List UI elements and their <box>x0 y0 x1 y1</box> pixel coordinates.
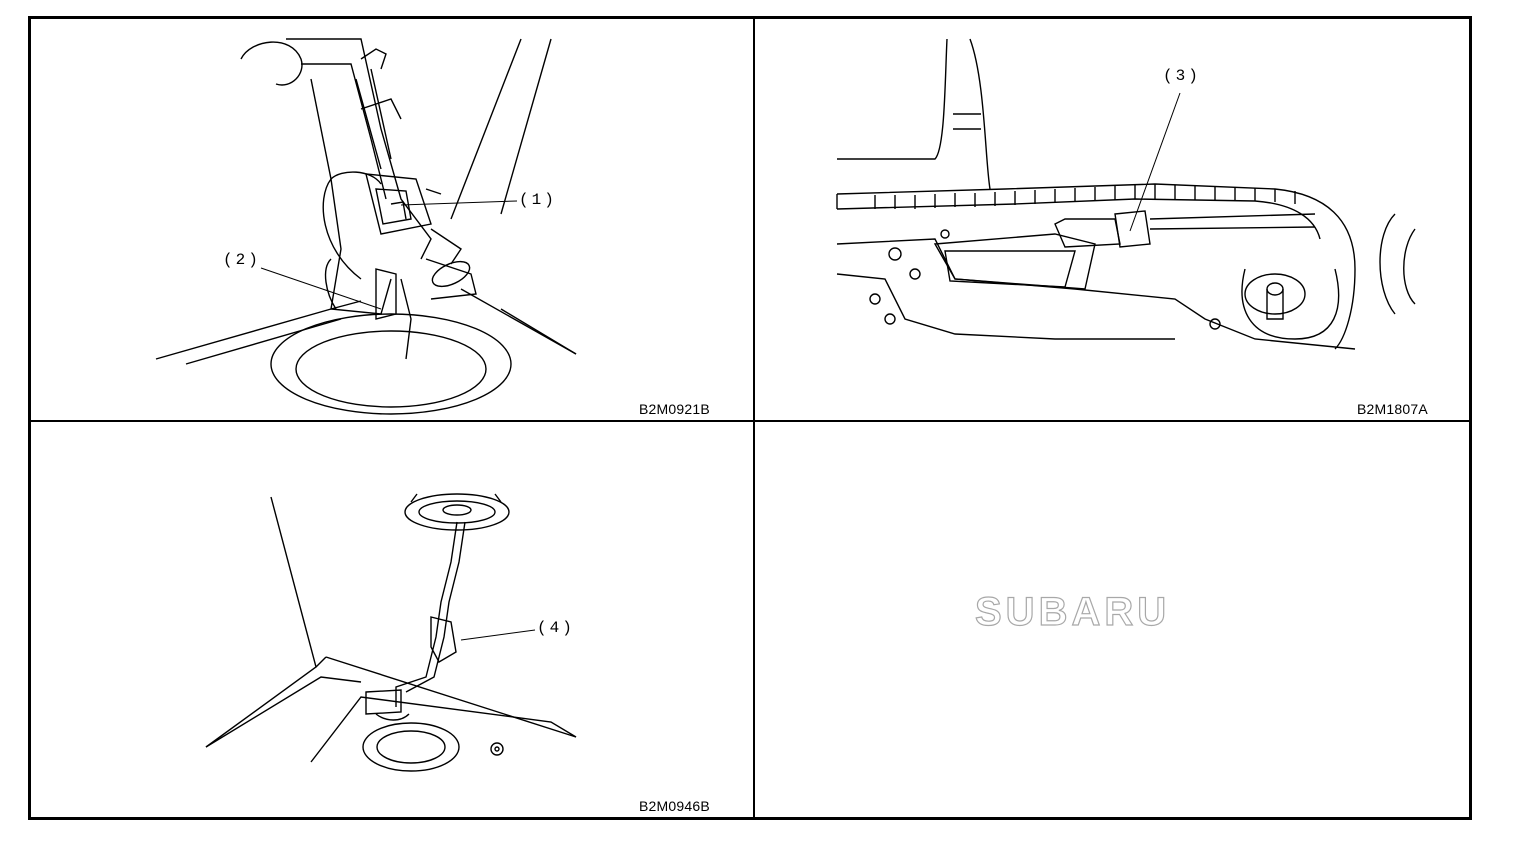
subaru-logo: SUBARU <box>974 589 1171 634</box>
panel-bottom-left: (4) B2M0946B <box>31 422 753 817</box>
leader-line-3 <box>1129 92 1181 232</box>
figure-code: B2M0921B <box>639 401 710 417</box>
figure-code: B2M1807A <box>1357 401 1428 417</box>
panel-top-left: (1) (2) B2M0921B <box>31 19 753 420</box>
panel-bottom-right: SUBARU <box>755 422 1469 817</box>
callout-3: (3) <box>1163 67 1201 85</box>
leader-line-4 <box>460 629 536 641</box>
figure-code: B2M0946B <box>639 798 710 814</box>
fuel-sender-unit-illustration <box>205 493 577 772</box>
callout-2: (2) <box>223 251 261 269</box>
fuel-tank-harness-illustration <box>836 38 1416 350</box>
callout-1: (1) <box>519 191 557 209</box>
leader-line-1 <box>260 200 518 310</box>
panel-divider-vertical <box>753 19 755 817</box>
diagram-sheet: (1) (2) B2M0921B <box>28 16 1472 820</box>
fuel-sender-connector-illustration <box>155 38 577 415</box>
panel-divider-horizontal <box>31 420 1469 422</box>
callout-4: (4) <box>537 619 575 637</box>
panel-top-right: (3) B2M1807A <box>755 19 1469 420</box>
